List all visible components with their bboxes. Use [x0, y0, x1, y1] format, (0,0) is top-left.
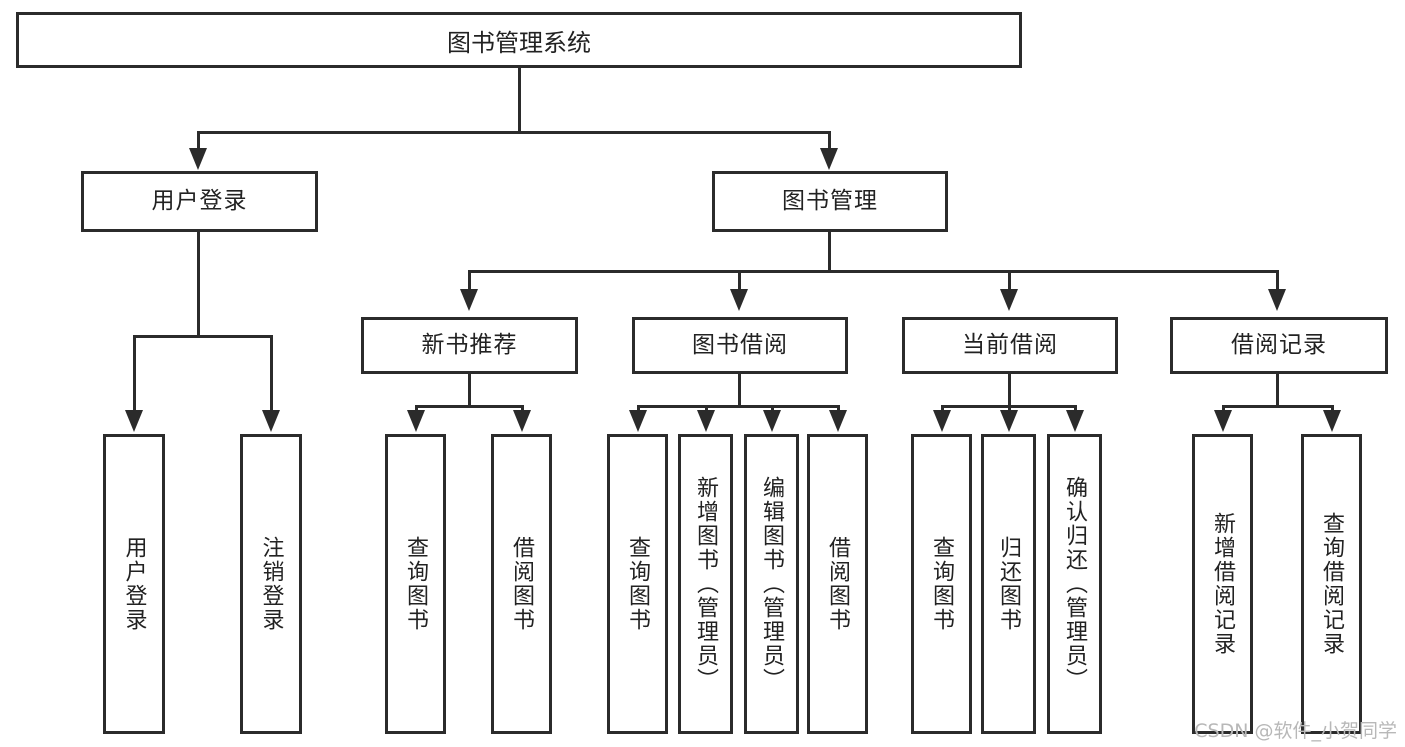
node-leaf-borrow-book-2[interactable]: 借阅图书	[807, 434, 868, 734]
connector-user-login-drop-1	[133, 335, 136, 413]
arrow-leaf-borrow-book-1	[513, 410, 531, 432]
connector-borrow-record-bus	[1222, 405, 1334, 408]
node-label: 查询图书	[929, 536, 955, 632]
arrow-leaf-borrow-book-2	[829, 410, 847, 432]
node-label: 查询借阅记录	[1319, 512, 1345, 656]
connector-to-book-borrow	[738, 270, 741, 292]
node-label: 新增借阅记录	[1210, 512, 1236, 656]
node-label: 归还图书	[996, 536, 1022, 632]
node-leaf-confirm-return[interactable]: 确认归还（管理员）	[1047, 434, 1102, 734]
arrow-leaf-logout	[262, 410, 280, 432]
arrow-leaf-user-login	[125, 410, 143, 432]
arrow-to-borrow-record	[1268, 289, 1286, 311]
connector-current-borrow-drop-1	[941, 405, 944, 414]
node-leaf-add-book[interactable]: 新增图书（管理员）	[678, 434, 733, 734]
node-leaf-add-record[interactable]: 新增借阅记录	[1192, 434, 1253, 734]
node-label: 用户登录	[121, 536, 147, 632]
connector-user-login-drop-2	[270, 335, 273, 413]
connector-book-management-stem	[828, 232, 831, 271]
node-book-borrow[interactable]: 图书借阅	[632, 317, 848, 374]
connector-book-borrow-bus	[637, 405, 838, 408]
connector-book-borrow-drop-2	[705, 405, 708, 414]
arrow-leaf-confirm-return	[1066, 410, 1084, 432]
connector-to-new-book-recommend	[468, 270, 471, 292]
connector-book-borrow-drop-4	[837, 405, 840, 414]
node-label: 借阅图书	[509, 536, 535, 632]
node-borrow-record[interactable]: 借阅记录	[1170, 317, 1388, 374]
node-label: 借阅记录	[1231, 331, 1327, 358]
connector-to-book-management	[828, 131, 831, 153]
node-label: 新书推荐	[421, 331, 518, 358]
node-leaf-user-login[interactable]: 用户登录	[103, 434, 165, 734]
node-label: 当前借阅	[962, 331, 1058, 358]
connector-current-borrow-drop-2	[1008, 405, 1011, 414]
connector-current-borrow-drop-3	[1074, 405, 1077, 414]
arrow-leaf-query-book-1	[407, 410, 425, 432]
connector-borrow-record-drop-2	[1331, 405, 1334, 414]
connector-root-stem	[518, 68, 521, 131]
connector-new-book-drop-1	[415, 405, 418, 414]
connector-new-book-stem	[468, 374, 471, 407]
connector-new-book-bus	[415, 405, 524, 408]
arrow-leaf-add-record	[1214, 410, 1232, 432]
node-leaf-edit-book[interactable]: 编辑图书（管理员）	[744, 434, 799, 734]
connector-borrow-record-drop-1	[1222, 405, 1225, 414]
node-label: 用户登录	[151, 187, 248, 214]
node-label: 注销登录	[258, 536, 284, 632]
connector-book-borrow-drop-3	[771, 405, 774, 414]
node-leaf-query-record[interactable]: 查询借阅记录	[1301, 434, 1362, 734]
connector-to-current-borrow	[1008, 270, 1011, 292]
node-leaf-query-book-2[interactable]: 查询图书	[607, 434, 668, 734]
arrow-leaf-return-book	[1000, 410, 1018, 432]
arrow-to-book-borrow	[730, 289, 748, 311]
node-leaf-borrow-book-1[interactable]: 借阅图书	[491, 434, 552, 734]
node-new-book-recommend[interactable]: 新书推荐	[361, 317, 578, 374]
arrow-leaf-add-book	[697, 410, 715, 432]
arrow-to-new-book-recommend	[460, 289, 478, 311]
arrow-to-current-borrow	[1000, 289, 1018, 311]
connector-level3-bus	[468, 270, 1279, 273]
node-leaf-logout[interactable]: 注销登录	[240, 434, 302, 734]
node-label: 确认归还（管理员）	[1062, 476, 1088, 692]
arrow-to-book-management	[820, 148, 838, 170]
node-label: 借阅图书	[825, 536, 851, 632]
node-leaf-return-book[interactable]: 归还图书	[981, 434, 1036, 734]
connector-borrow-record-stem	[1276, 374, 1279, 407]
arrow-leaf-query-book-3	[933, 410, 951, 432]
node-label: 编辑图书（管理员）	[759, 476, 785, 692]
connector-current-borrow-stem	[1008, 374, 1011, 407]
connector-book-borrow-drop-1	[637, 405, 640, 414]
node-label: 查询图书	[403, 536, 429, 632]
arrow-leaf-edit-book	[763, 410, 781, 432]
connector-to-borrow-record	[1276, 270, 1279, 292]
connector-to-user-login	[197, 131, 200, 153]
node-leaf-query-book-3[interactable]: 查询图书	[911, 434, 972, 734]
arrow-to-user-login	[189, 148, 207, 170]
connector-level2-bus	[197, 131, 831, 134]
node-user-login[interactable]: 用户登录	[81, 171, 318, 232]
node-book-management[interactable]: 图书管理	[712, 171, 948, 232]
connector-book-borrow-stem	[738, 374, 741, 407]
node-label: 图书借阅	[692, 331, 788, 358]
node-label: 新增图书（管理员）	[693, 476, 719, 692]
connector-user-login-stem	[197, 232, 200, 336]
arrow-leaf-query-record	[1323, 410, 1341, 432]
arrow-leaf-query-book-2	[629, 410, 647, 432]
node-label: 图书管理	[782, 187, 878, 214]
node-current-borrow[interactable]: 当前借阅	[902, 317, 1118, 374]
node-label: 查询图书	[625, 536, 651, 632]
connector-new-book-drop-2	[521, 405, 524, 414]
node-root-system[interactable]: 图书管理系统	[16, 12, 1022, 68]
node-label: 图书管理系统	[447, 28, 591, 57]
connector-user-login-bus	[133, 335, 273, 338]
node-leaf-query-book-1[interactable]: 查询图书	[385, 434, 446, 734]
